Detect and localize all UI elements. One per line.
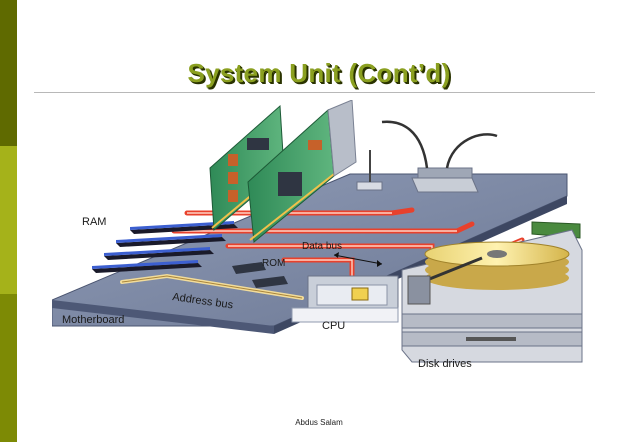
label-rom: ROM (262, 258, 285, 269)
label-disk-drives: Disk drives (418, 358, 472, 370)
connector-serial (381, 120, 498, 193)
address-bus-edge (121, 275, 303, 299)
disk-drive-stack (401, 229, 583, 363)
label-data-bus: Data bus (302, 241, 342, 252)
motherboard-diagram: RAM Data bus ROM Address bus Motherboard… (52, 100, 592, 378)
rom-chips (232, 262, 288, 288)
sidebar-segment-bottom (0, 294, 17, 442)
sidebar-accent-bar (0, 0, 17, 442)
label-cpu: CPU (322, 320, 345, 332)
data-bus-arrow (333, 252, 383, 267)
connector-small (356, 150, 383, 191)
cpu-socket (291, 275, 399, 323)
title-divider (34, 92, 595, 93)
sidebar-segment-top (0, 0, 17, 146)
slide-footer: Abdus Salam (295, 418, 343, 427)
label-motherboard: Motherboard (62, 314, 124, 326)
sidebar-segment-middle (0, 146, 17, 294)
slide-title: System Unit (Cont’d) (187, 58, 451, 88)
expansion-card-right (247, 100, 357, 243)
ram-slots (92, 221, 238, 273)
label-ram: RAM (82, 216, 106, 228)
